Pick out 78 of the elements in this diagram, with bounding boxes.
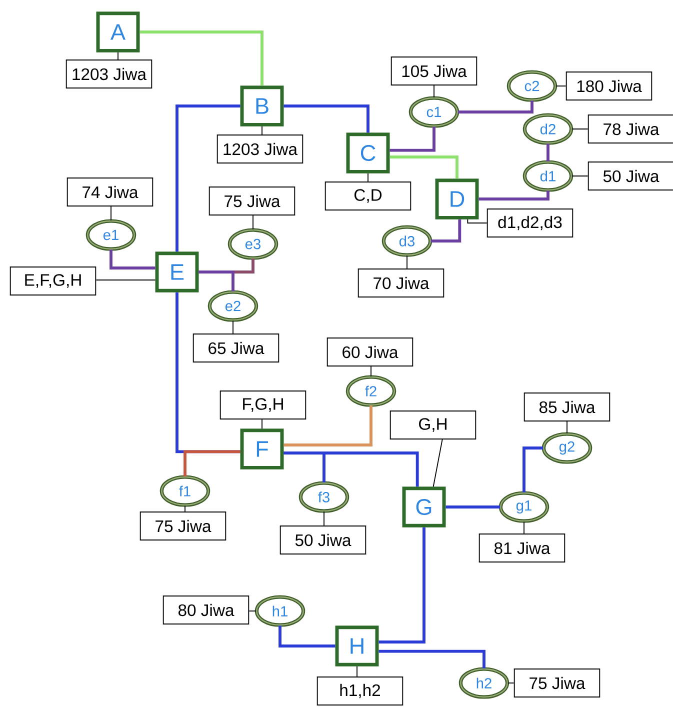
ellipse-node: g1 xyxy=(498,491,550,523)
connector-line xyxy=(370,366,372,377)
connector-line xyxy=(356,666,358,677)
label-box: E,F,G,H xyxy=(10,266,96,296)
letter-box: B xyxy=(240,86,284,126)
label-box: 65 Jiwa xyxy=(192,334,280,362)
connector-line xyxy=(252,215,254,230)
connector-line xyxy=(140,30,264,86)
label-box: 74 Jiwa xyxy=(66,178,154,206)
connector-line xyxy=(406,255,408,269)
connector-line xyxy=(478,190,550,200)
connector-line xyxy=(390,156,458,179)
label-box: 81 Jiwa xyxy=(478,534,566,562)
label-box: 75 Jiwa xyxy=(514,668,600,698)
connector-line xyxy=(278,626,336,648)
connector-line xyxy=(248,610,257,612)
ellipse-node: e2 xyxy=(208,290,258,322)
ellipse-node: f1 xyxy=(160,475,210,507)
label-box: 50 Jiwa xyxy=(588,162,673,190)
letter-box: C xyxy=(346,132,390,174)
ellipse-node: c2 xyxy=(506,70,558,102)
connector-line xyxy=(284,104,370,133)
connector-line xyxy=(546,144,550,162)
connector-line xyxy=(507,682,514,684)
connector-line xyxy=(432,439,443,488)
ellipse-node: d1 xyxy=(522,160,574,192)
ellipse-node: h2 xyxy=(458,667,510,699)
ellipse-node: f2 xyxy=(346,375,396,407)
label-box: 80 Jiwa xyxy=(162,596,250,624)
connector-line xyxy=(566,421,568,434)
label-box: 1203 Jiwa xyxy=(66,60,152,88)
ellipse-node: h1 xyxy=(254,595,306,627)
label-box: h1,h2 xyxy=(316,676,404,706)
connector-line xyxy=(110,206,112,221)
ellipse-node: c1 xyxy=(408,96,460,128)
connector-line xyxy=(522,446,544,492)
connector-line xyxy=(378,527,426,644)
label-box: 1203 Jiwa xyxy=(216,134,304,164)
label-box: 85 Jiwa xyxy=(524,392,610,422)
connector-line xyxy=(430,219,462,242)
label-box: 50 Jiwa xyxy=(280,526,366,554)
connector-line xyxy=(184,505,186,512)
label-box: C,D xyxy=(324,182,412,210)
letter-box: E xyxy=(155,252,199,292)
connector-line xyxy=(232,320,234,334)
connector-line xyxy=(284,452,419,487)
ellipse-node: e1 xyxy=(86,219,136,251)
label-box: F,G,H xyxy=(220,390,306,420)
ellipse-node: d3 xyxy=(382,225,432,257)
label-box: d1,d2,d3 xyxy=(486,208,574,238)
ellipse-node: e3 xyxy=(228,228,278,260)
connector-line xyxy=(110,250,156,270)
letter-box: A xyxy=(96,12,140,52)
letter-box: F xyxy=(240,428,284,470)
connector-line xyxy=(198,270,234,292)
label-box: 75 Jiwa xyxy=(208,186,296,216)
label-box: 70 Jiwa xyxy=(358,268,444,298)
ellipse-node: g2 xyxy=(542,432,592,464)
label-box: 105 Jiwa xyxy=(390,56,478,86)
connector-line xyxy=(284,406,372,446)
connector-line xyxy=(458,100,534,114)
connector-line xyxy=(467,218,488,224)
label-box: 75 Jiwa xyxy=(140,512,226,540)
ellipse-node: f3 xyxy=(298,481,350,513)
label-box: G,H xyxy=(390,410,476,440)
connector-line xyxy=(571,128,588,130)
connector-line xyxy=(176,104,240,252)
label-box: 180 Jiwa xyxy=(566,72,652,100)
label-box: 78 Jiwa xyxy=(588,114,673,144)
letter-box: H xyxy=(335,626,379,666)
ellipse-node: d2 xyxy=(522,113,574,145)
letter-box: D xyxy=(435,178,479,220)
label-box: 60 Jiwa xyxy=(326,338,414,366)
connector-line xyxy=(390,126,436,152)
connector-line xyxy=(184,450,240,476)
connector-line xyxy=(446,506,500,508)
connector-line xyxy=(378,650,486,668)
letter-box: G xyxy=(402,486,446,528)
